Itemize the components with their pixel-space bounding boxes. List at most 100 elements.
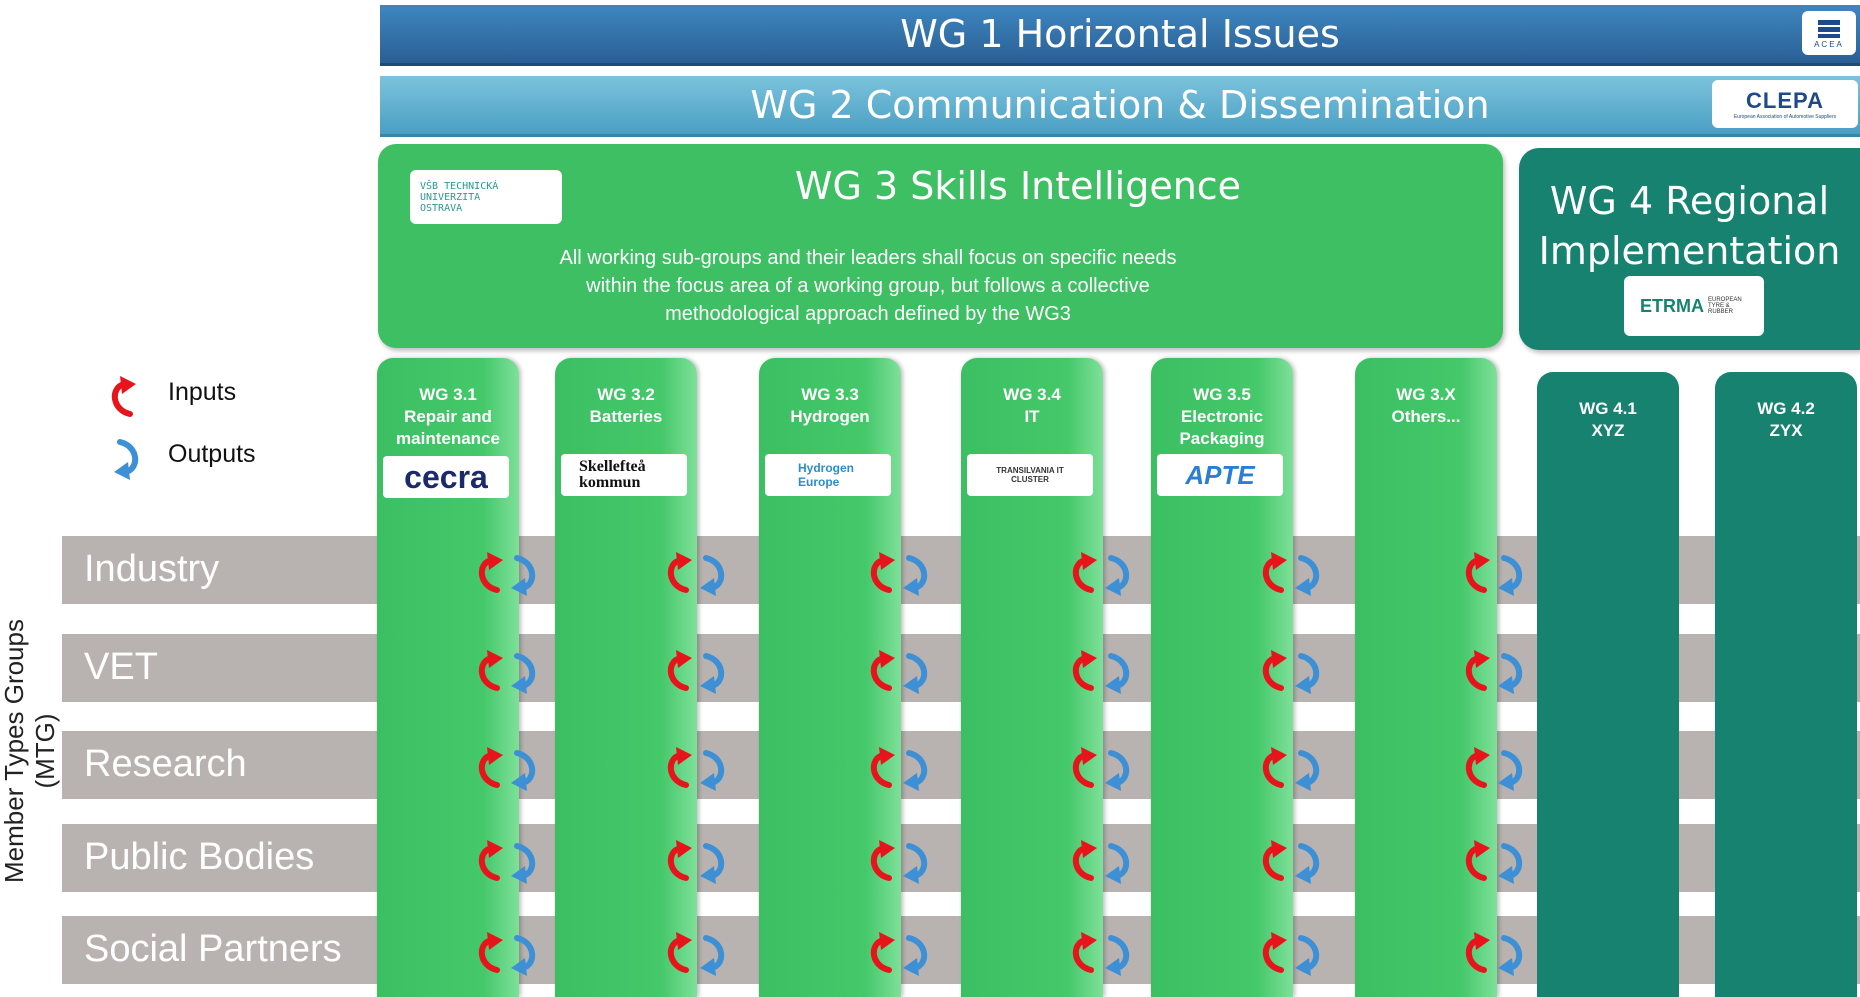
transilvania-it-logo-text: TRANSILVANIA IT CLUSTER: [996, 466, 1064, 484]
output-arrow-icon: [1105, 935, 1129, 976]
output-legend-icon: [114, 439, 138, 480]
acea-icon: [1818, 19, 1840, 38]
wg3-1-name: Repair and: [404, 407, 492, 426]
wg4-2-label: WG 4.2 ZYX: [1715, 398, 1857, 442]
input-arrow-icon: [668, 650, 692, 691]
output-arrow-icon: [511, 935, 535, 976]
input-arrow-icon: [1466, 552, 1490, 593]
wg3-4-code: WG 3.4: [1003, 385, 1061, 404]
wg4-title-line1: WG 4 Regional: [1549, 179, 1830, 223]
output-arrow-icon: [700, 750, 724, 791]
output-arrow-icon: [1498, 750, 1522, 791]
output-arrow-icon: [1498, 653, 1522, 694]
wg3-5-name2: Packaging: [1179, 429, 1265, 448]
output-arrow-icon: [700, 843, 724, 884]
input-arrow-icon: [1073, 932, 1097, 973]
etrma-logo: ETRMA EUROPEAN TYRE & RUBBER: [1624, 276, 1764, 336]
wg3-title: WG 3 Skills Intelligence: [794, 164, 1242, 208]
output-arrow-icon: [1498, 555, 1522, 596]
input-arrow-icon: [1263, 747, 1287, 788]
output-arrow-icon: [700, 935, 724, 976]
wg3-x-name: Others...: [1391, 407, 1461, 426]
output-arrow-icon: [1295, 843, 1319, 884]
input-arrow-icon: [668, 932, 692, 973]
output-arrow-icon: [511, 750, 535, 791]
row-label-vet: VET: [84, 646, 158, 688]
input-arrow-icon: [668, 552, 692, 593]
input-arrow-icon: [1263, 650, 1287, 691]
input-arrow-icon: [668, 840, 692, 881]
input-arrow-icon: [871, 932, 895, 973]
wg3-x-label: WG 3.X Others...: [1355, 384, 1497, 428]
wg3-x-code: WG 3.X: [1396, 385, 1456, 404]
wg4-1-label: WG 4.1 XYZ: [1537, 398, 1679, 442]
output-arrow-icon: [903, 653, 927, 694]
output-arrow-icon: [903, 750, 927, 791]
wg3-2-code: WG 3.2: [597, 385, 655, 404]
wg3-3-code: WG 3.3: [801, 385, 859, 404]
wg3-1-name2: maintenance: [396, 429, 500, 448]
input-arrow-icon: [871, 747, 895, 788]
output-arrow-icon: [700, 555, 724, 596]
wg4-1-column: WG 4.1 XYZ: [1537, 372, 1679, 997]
wg1-title: WG 1 Horizontal Issues: [900, 12, 1340, 56]
row-label-industry: Industry: [84, 548, 220, 590]
wg3-1-code: WG 3.1: [419, 385, 477, 404]
input-arrow-icon: [1466, 650, 1490, 691]
input-arrow-icon: [1466, 932, 1490, 973]
input-arrow-icon: [479, 840, 503, 881]
input-arrow-icon: [1263, 552, 1287, 593]
output-arrow-icon: [1105, 843, 1129, 884]
input-arrow-icon: [479, 650, 503, 691]
hydrogen-europe-logo-text: Hydrogen Europe: [798, 461, 855, 489]
acea-logo-text: ACEA: [1814, 39, 1844, 49]
input-arrow-icon: [668, 747, 692, 788]
output-arrow-icon: [1105, 555, 1129, 596]
wg4-2-code: WG 4.2: [1757, 399, 1815, 418]
input-arrow-icon: [479, 552, 503, 593]
wg3-2-label: WG 3.2 Batteries: [555, 384, 697, 428]
wg4-1-code: WG 4.1: [1579, 399, 1637, 418]
wg4-2-name: ZYX: [1769, 421, 1803, 440]
wg3-description: All working sub-groups and their leaders…: [528, 244, 1208, 328]
skelleftea-logo: Skellefteå kommun: [561, 454, 687, 496]
input-arrow-icon: [1073, 650, 1097, 691]
wg3-1-label: WG 3.1 Repair and maintenance: [377, 384, 519, 450]
output-arrow-icon: [903, 935, 927, 976]
output-arrow-icon: [1295, 750, 1319, 791]
row-label-research: Research: [84, 743, 247, 785]
output-arrow-icon: [1295, 935, 1319, 976]
cecra-logo-text: cecra: [404, 458, 488, 495]
input-arrow-icon: [871, 650, 895, 691]
clepa-logo-text: CLEPA: [1746, 88, 1824, 113]
output-arrow-icon: [1105, 653, 1129, 694]
output-arrow-icon: [700, 653, 724, 694]
skelleftea-logo-text: Skellefteå kommun: [579, 458, 646, 491]
input-arrow-icon: [1073, 840, 1097, 881]
output-arrow-icon: [1295, 653, 1319, 694]
row-label-public-bodies: Public Bodies: [84, 836, 315, 878]
input-arrow-icon: [479, 747, 503, 788]
wg4-title-line2: Implementation: [1538, 229, 1841, 273]
wg3-desc-line2: within the focus area of a working group…: [586, 275, 1150, 297]
wg3-3-name: Hydrogen: [790, 407, 870, 426]
wg3-5-name: Electronic: [1180, 407, 1264, 426]
acea-logo: ACEA: [1802, 11, 1856, 55]
legend-inputs: Inputs: [168, 378, 237, 406]
vsb-logo-line1: VŠB TECHNICKÁ: [420, 180, 499, 192]
wg3-2-name: Batteries: [589, 407, 663, 426]
output-arrow-icon: [903, 555, 927, 596]
output-arrow-icon: [511, 843, 535, 884]
wg3-5-label: WG 3.5 Electronic Packaging: [1151, 384, 1293, 450]
output-arrow-icon: [1105, 750, 1129, 791]
wg2-title: WG 2 Communication & Dissemination: [750, 83, 1490, 127]
y-axis-label: Member Types Groups (MTG): [0, 619, 60, 883]
wg3-4-name: IT: [1024, 407, 1040, 426]
vsb-logo: VŠB TECHNICKÁ UNIVERZITA OSTRAVA: [410, 170, 562, 224]
wg3-desc-line3: methodological approach defined by the W…: [665, 303, 1071, 325]
input-arrow-icon: [1073, 747, 1097, 788]
legend-outputs: Outputs: [168, 440, 256, 468]
input-arrow-icon: [1466, 747, 1490, 788]
input-arrow-icon: [479, 932, 503, 973]
wg3-5-code: WG 3.5: [1193, 385, 1251, 404]
